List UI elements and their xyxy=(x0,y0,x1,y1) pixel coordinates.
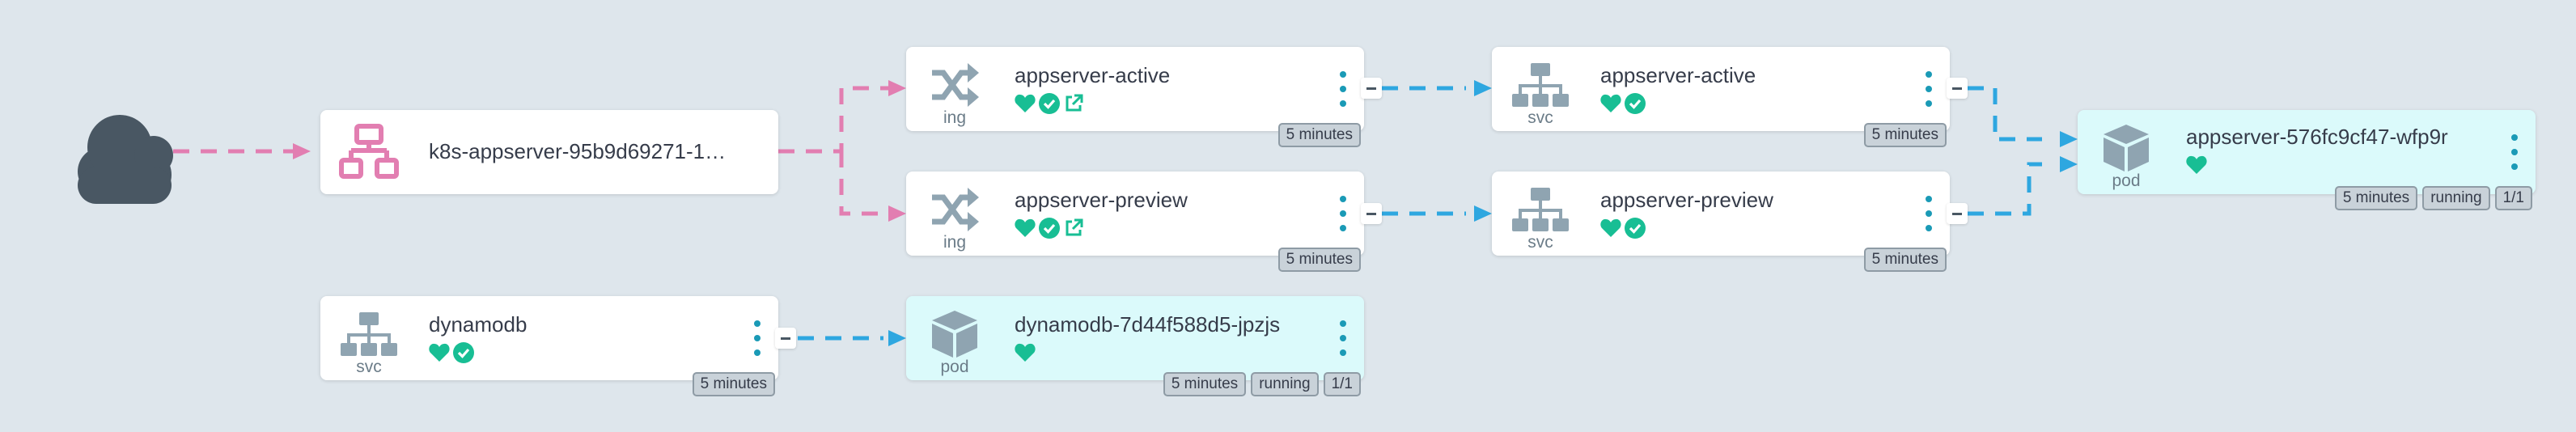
resource-kind: ing xyxy=(943,233,967,252)
health-heart-icon xyxy=(1015,94,1036,112)
node-tags: 5 minutes xyxy=(1277,123,1361,147)
ingress-active-node[interactable]: ing appserver-active 5 minutes xyxy=(906,47,1364,147)
status-icons xyxy=(1600,92,1646,115)
health-heart-icon xyxy=(429,343,450,362)
loadbalancer-node[interactable]: k8s-appserver-95b9d69271-1… xyxy=(320,110,778,194)
arrowhead xyxy=(1474,80,1492,96)
collapse-toggle[interactable] xyxy=(775,328,796,349)
network-icon xyxy=(338,121,400,179)
pod-title: appserver-576fc9cf47-wfp9r xyxy=(2186,125,2448,149)
arrowhead xyxy=(293,143,311,159)
node-menu-button[interactable] xyxy=(1922,71,1935,107)
pod-appserver-node[interactable]: pod appserver-576fc9cf47-wfp9r 5 minutes… xyxy=(2078,110,2536,210)
age-tag: 5 minutes xyxy=(692,372,775,396)
resource-kind: ing xyxy=(943,108,967,127)
age-tag: 5 minutes xyxy=(1277,123,1361,147)
cube-icon xyxy=(2095,123,2157,172)
ingress-shuffle-icon xyxy=(924,186,985,235)
pod-title: dynamodb-7d44f588d5-jpzjs xyxy=(1015,312,1281,337)
phase-tag: running xyxy=(1251,372,1319,396)
synced-check-icon xyxy=(1625,218,1646,239)
node-tags: 5 minutes running 1/1 xyxy=(1163,372,1361,396)
status-icons xyxy=(1015,217,1084,239)
status-icons xyxy=(1015,341,1036,364)
age-tag: 5 minutes xyxy=(1863,123,1947,147)
collapse-toggle[interactable] xyxy=(1361,78,1382,99)
node-tags: 5 minutes xyxy=(692,372,775,396)
resource-kind: svc xyxy=(1527,108,1553,127)
status-icons xyxy=(429,341,474,364)
edge-loadbalancer-to-ing-preview xyxy=(839,151,888,216)
collapse-toggle[interactable] xyxy=(1947,203,1968,224)
health-heart-icon xyxy=(1015,218,1036,237)
age-tag: 5 minutes xyxy=(2334,186,2418,210)
service-title: appserver-active xyxy=(1600,63,1756,87)
node-menu-button[interactable] xyxy=(1922,196,1935,231)
edge-loadbalancer-to-ing-active xyxy=(778,86,888,154)
resource-kind: svc xyxy=(1527,233,1553,252)
arrowhead xyxy=(1474,205,1492,222)
external-link-icon[interactable] xyxy=(1063,218,1084,239)
service-title: appserver-preview xyxy=(1600,188,1773,212)
status-icons xyxy=(2186,154,2207,176)
ingress-title: appserver-preview xyxy=(1015,188,1188,212)
resource-kind: pod xyxy=(940,358,969,376)
service-title: dynamodb xyxy=(429,312,527,337)
service-active-node[interactable]: svc appserver-active 5 minutes xyxy=(1492,47,1950,147)
node-tags: 5 minutes xyxy=(1863,248,1947,272)
age-tag: 5 minutes xyxy=(1277,248,1361,272)
collapse-toggle[interactable] xyxy=(1947,78,1968,99)
collapse-toggle[interactable] xyxy=(1361,203,1382,224)
health-heart-icon xyxy=(1600,94,1621,112)
node-menu-button[interactable] xyxy=(751,320,764,356)
synced-check-icon xyxy=(453,342,474,363)
internet-cloud-icon xyxy=(78,115,173,204)
service-tree-icon xyxy=(1510,186,1571,235)
status-icons xyxy=(1600,217,1646,239)
arrowhead xyxy=(2060,156,2078,172)
pod-dynamodb-node[interactable]: pod dynamodb-7d44f588d5-jpzjs 5 minutes … xyxy=(906,296,1364,396)
phase-tag: running xyxy=(2422,186,2490,210)
arrowhead xyxy=(888,80,906,96)
resource-kind: svc xyxy=(356,358,382,376)
node-tags: 5 minutes xyxy=(1863,123,1947,147)
service-preview-node[interactable]: svc appserver-preview 5 minutes xyxy=(1492,172,1950,272)
ingress-title: appserver-active xyxy=(1015,63,1171,87)
health-heart-icon xyxy=(1015,343,1036,362)
node-tags: 5 minutes xyxy=(1277,248,1361,272)
arrowhead xyxy=(888,205,906,222)
ingress-preview-node[interactable]: ing appserver-preview 5 minutes xyxy=(906,172,1364,272)
status-icons xyxy=(1015,92,1084,115)
service-tree-icon xyxy=(338,311,400,359)
node-tags: 5 minutes running 1/1 xyxy=(2334,186,2532,210)
cube-icon xyxy=(924,309,985,358)
loadbalancer-title: k8s-appserver-95b9d69271-1… xyxy=(429,139,727,163)
ready-count-tag: 1/1 xyxy=(2494,186,2532,210)
edge-svc-active-to-pod xyxy=(1968,86,2042,142)
synced-check-icon xyxy=(1625,93,1646,114)
arrowhead xyxy=(888,330,906,346)
node-menu-button[interactable] xyxy=(1337,320,1349,356)
service-tree-icon xyxy=(1510,61,1571,110)
edge-svc-preview-to-pod xyxy=(1968,162,2042,216)
ingress-shuffle-icon xyxy=(924,61,985,110)
health-heart-icon xyxy=(2186,155,2207,174)
synced-check-icon xyxy=(1039,218,1060,239)
ready-count-tag: 1/1 xyxy=(1323,372,1361,396)
service-dynamodb-node[interactable]: svc dynamodb 5 minutes xyxy=(320,296,778,396)
node-menu-button[interactable] xyxy=(1337,196,1349,231)
node-menu-button[interactable] xyxy=(2508,134,2521,170)
health-heart-icon xyxy=(1600,218,1621,237)
synced-check-icon xyxy=(1039,93,1060,114)
node-menu-button[interactable] xyxy=(1337,71,1349,107)
arrowhead xyxy=(2060,131,2078,147)
age-tag: 5 minutes xyxy=(1863,248,1947,272)
resource-kind: pod xyxy=(2112,172,2141,190)
age-tag: 5 minutes xyxy=(1163,372,1247,396)
external-link-icon[interactable] xyxy=(1063,93,1084,114)
